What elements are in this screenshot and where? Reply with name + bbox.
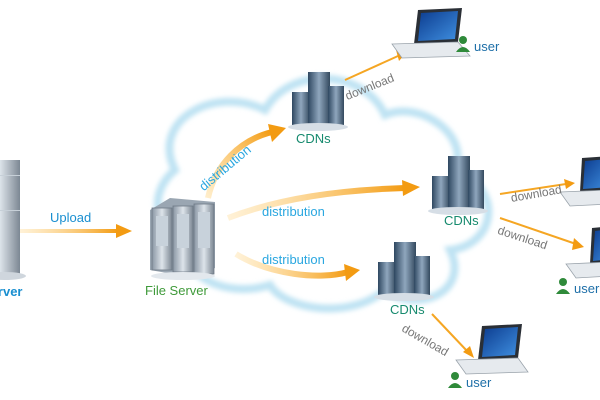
distribution-arrow-top — [205, 124, 286, 199]
server-icon — [0, 160, 26, 280]
download-arrow — [431, 313, 474, 358]
user-icon — [456, 36, 470, 52]
cdn-building-icon — [374, 242, 434, 301]
cdn-label-bottom: CDNs — [390, 302, 425, 317]
user-icon — [556, 278, 570, 294]
laptop-icon — [455, 324, 529, 375]
upload-arrow — [20, 224, 132, 238]
laptop-icon — [565, 227, 600, 279]
file-server-label: File Server — [145, 283, 208, 298]
download-arrow — [499, 217, 584, 250]
user-label: user — [574, 281, 600, 296]
cdn-label-middle: CDNs — [444, 213, 479, 228]
file-server-icon — [150, 198, 215, 280]
user-label: user — [474, 39, 500, 54]
source-server-label: Server — [0, 284, 23, 299]
laptop-icon — [559, 156, 600, 207]
cdn-building-icon — [428, 156, 488, 215]
distribution-arrow-middle — [226, 180, 420, 221]
distribution-label-bottom: distribution — [262, 252, 325, 267]
download-arrow — [499, 179, 575, 195]
distribution-label-middle: distribution — [262, 204, 325, 219]
cdn-label-top: CDNs — [296, 131, 331, 146]
cdn-building-icon — [288, 72, 348, 131]
distribution-arrow-bottom — [234, 251, 360, 281]
user-label: user — [466, 375, 492, 390]
user-icon — [448, 372, 462, 388]
upload-label: Upload — [50, 210, 92, 225]
laptop-icon — [391, 8, 471, 59]
